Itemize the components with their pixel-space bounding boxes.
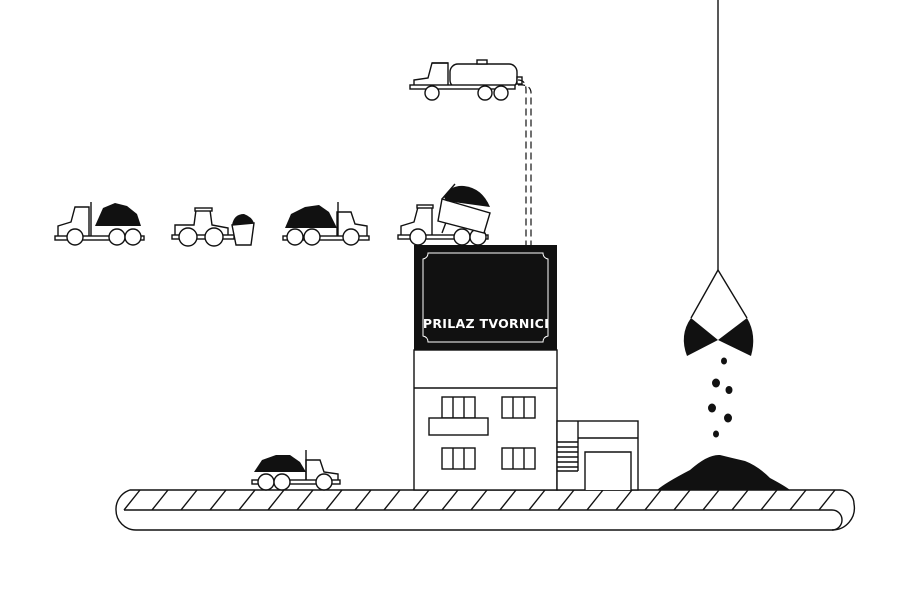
tanker-truck-icon (409, 59, 523, 101)
sign-label: PRILAZ TVORNICI (423, 316, 549, 331)
material-pile-icon (657, 454, 790, 490)
falling-particles (708, 357, 733, 438)
window (441, 396, 476, 419)
window (441, 447, 476, 470)
loaded-dump-truck-icon (251, 450, 341, 491)
loaded-dump-truck-icon (54, 202, 145, 246)
stairs (557, 441, 578, 472)
balcony (428, 417, 489, 436)
factory-building: PRILAZ TVORNICI (413, 245, 639, 491)
tipping-dump-truck-icon (397, 183, 491, 246)
garage-door (584, 451, 632, 490)
dashed-pipe-icon (517, 79, 532, 245)
front-loader-icon (171, 207, 255, 247)
loaded-dump-truck-icon (282, 202, 370, 246)
window (501, 396, 536, 419)
grab-bucket-icon (683, 0, 754, 356)
conveyor-belt-icon (115, 489, 856, 531)
factory-sign: PRILAZ TVORNICI (414, 245, 557, 350)
window (501, 447, 536, 470)
